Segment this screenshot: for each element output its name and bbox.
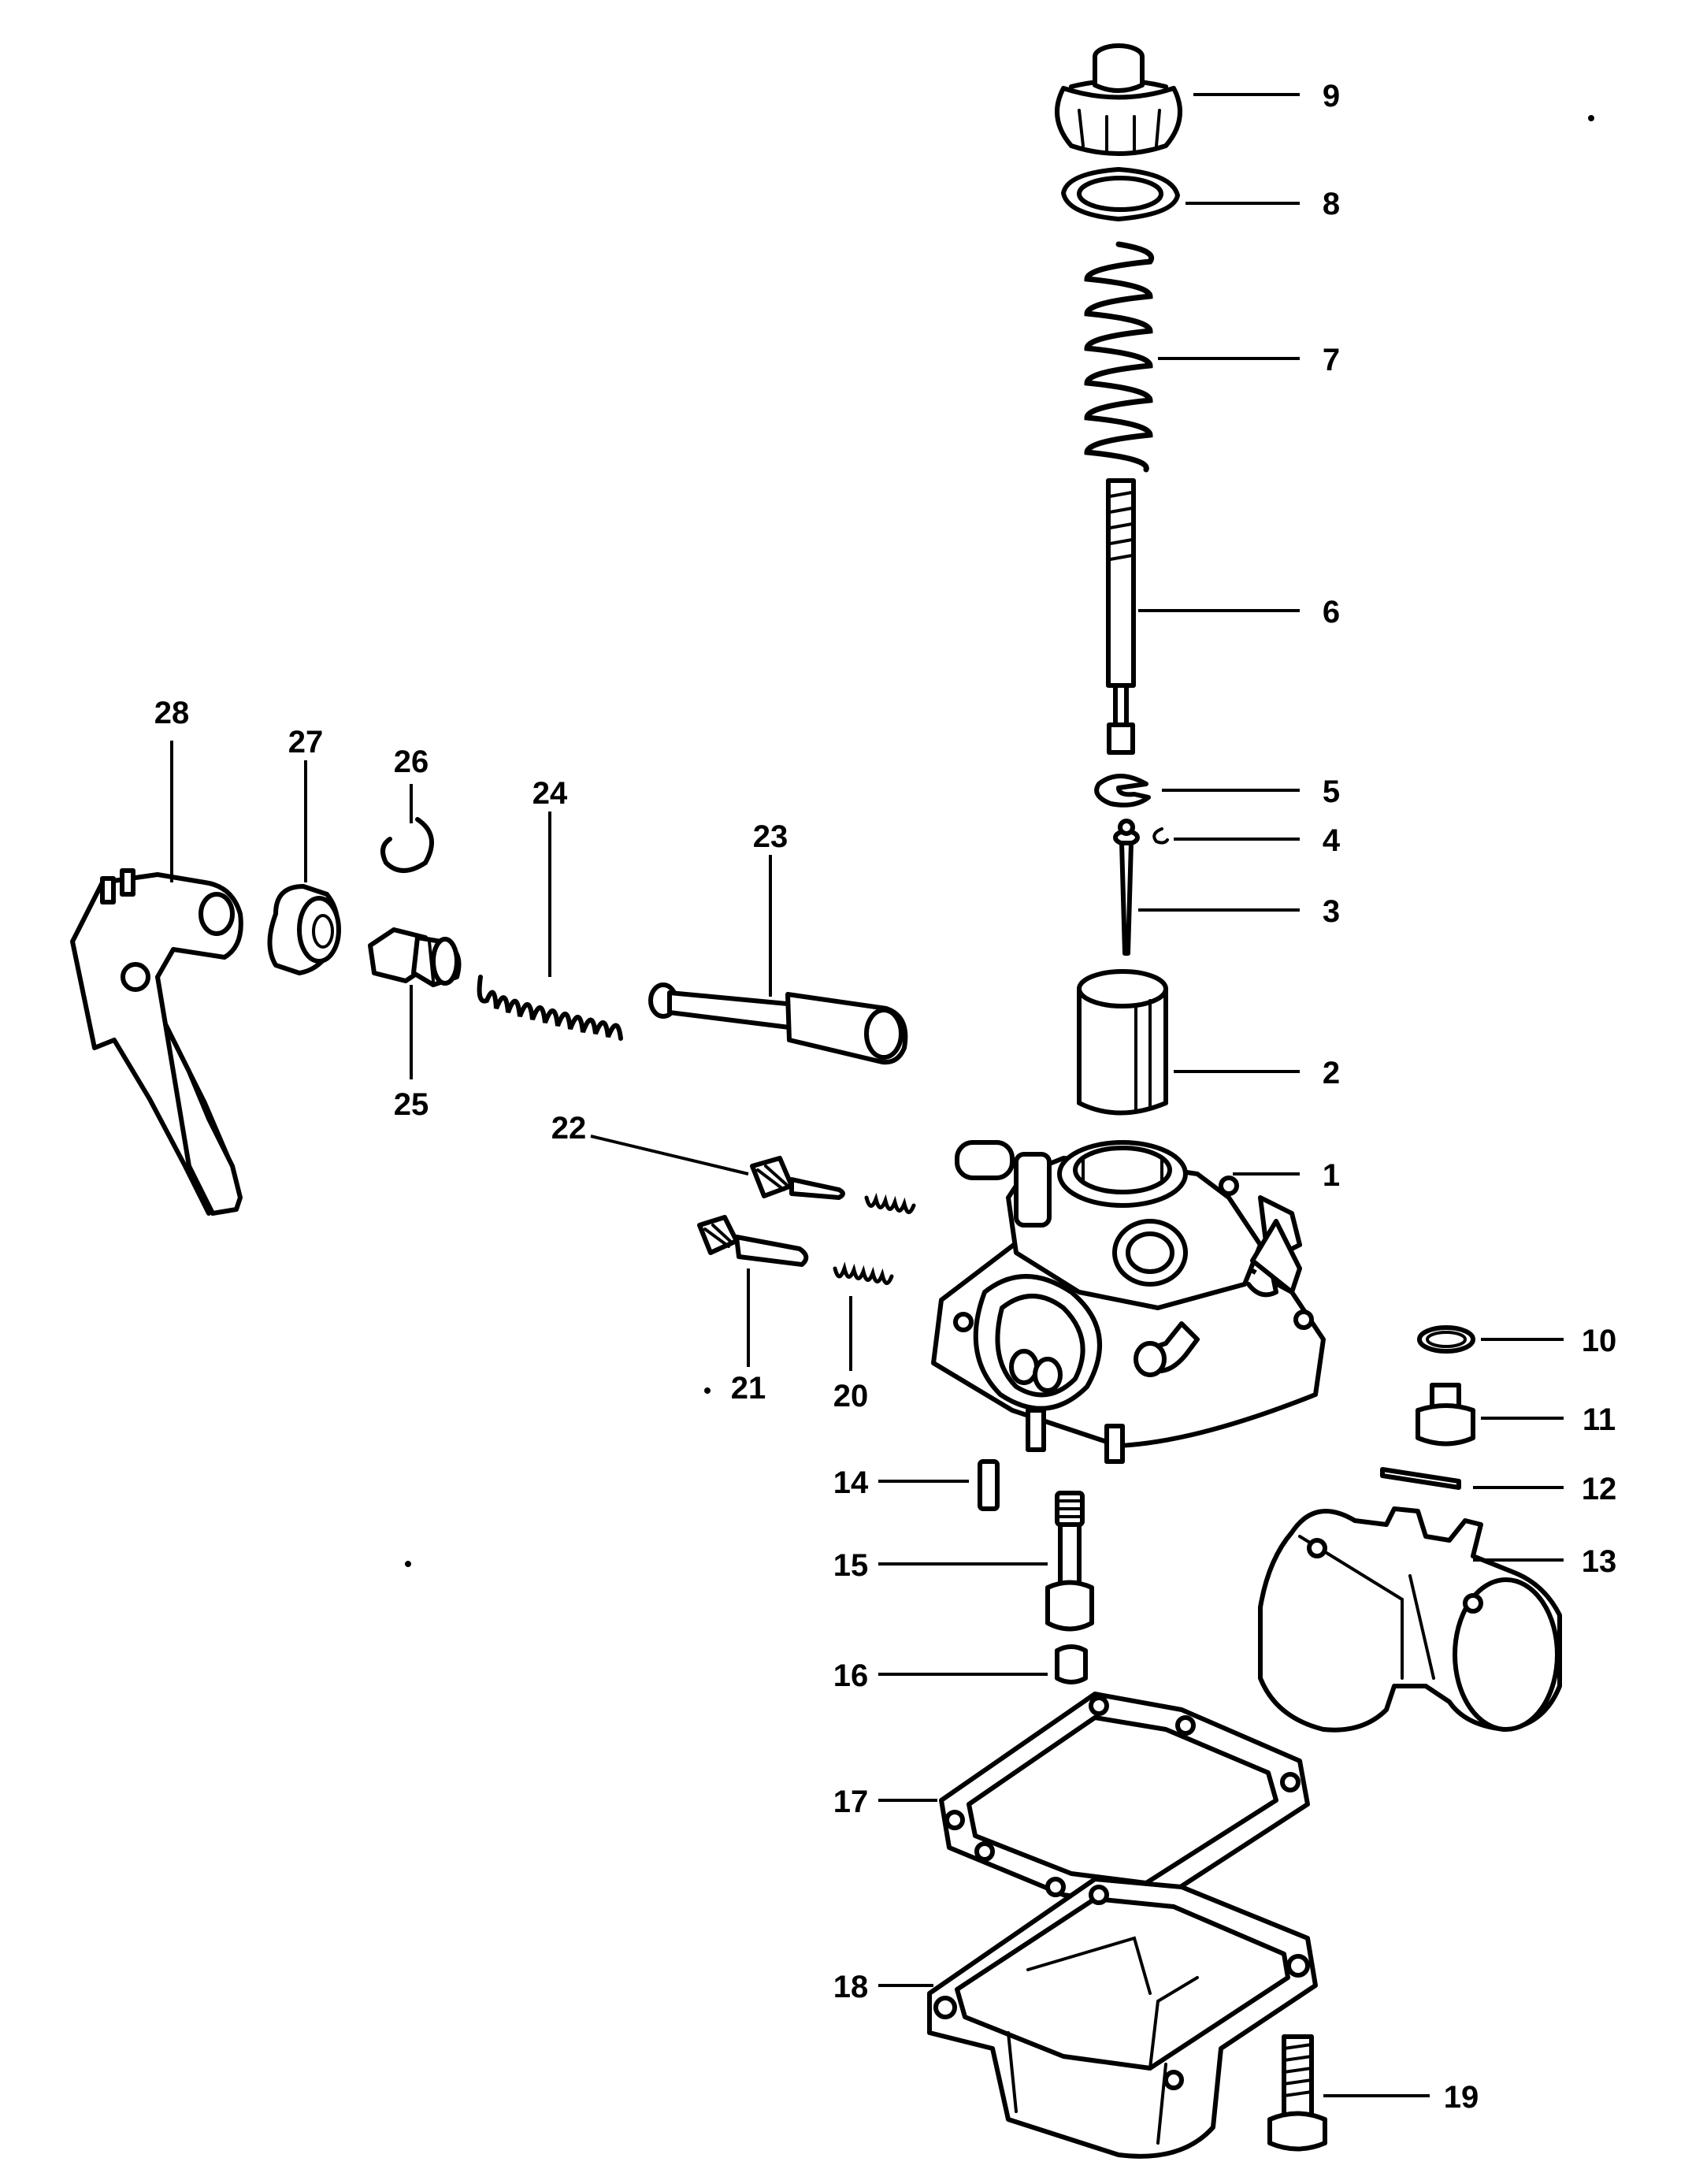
callout-20: 20 xyxy=(833,1379,869,1413)
part-6-needle-rod xyxy=(1106,478,1136,755)
part-9-top-cap xyxy=(1055,43,1182,156)
part-7-throttle-spring xyxy=(1084,241,1155,473)
part-12-float-pin xyxy=(1380,1467,1461,1490)
part-24-plunger-spring xyxy=(477,975,623,1041)
part-25-starter-nut xyxy=(368,927,462,987)
callout-18: 18 xyxy=(833,1970,869,2004)
callout-15: 15 xyxy=(833,1548,869,1583)
part-13-float xyxy=(1258,1506,1562,1733)
callout-26: 26 xyxy=(394,745,429,779)
part-3-jet-needle xyxy=(1113,819,1140,956)
part-28-choke-lever xyxy=(70,868,243,1216)
callout-16: 16 xyxy=(833,1658,869,1693)
callout-labels: 9 8 7 6 5 4 3 2 1 10 11 12 13 14 15 16 1… xyxy=(154,79,1617,2115)
callout-11: 11 xyxy=(1583,1402,1616,1437)
callout-14: 14 xyxy=(833,1465,869,1500)
callout-13: 13 xyxy=(1582,1544,1617,1579)
part-1-carburetor-body xyxy=(931,1140,1326,1464)
callout-25: 25 xyxy=(394,1087,429,1122)
callout-4: 4 xyxy=(1323,823,1341,858)
part-2-throttle-slide xyxy=(1077,969,1168,1116)
part-27-bushing xyxy=(267,884,341,975)
callout-23: 23 xyxy=(753,819,788,854)
part-26-snap-ring xyxy=(380,817,434,873)
part-20-small-spring xyxy=(833,1261,894,1285)
part-23-starter-plunger xyxy=(648,982,908,1065)
callout-8: 8 xyxy=(1323,187,1340,221)
callout-9: 9 xyxy=(1323,79,1340,113)
part-21-pilot-screw xyxy=(697,1215,809,1267)
part-18-float-bowl xyxy=(927,1877,1318,2159)
callout-17: 17 xyxy=(833,1785,869,1819)
callout-24: 24 xyxy=(532,776,568,811)
callout-22: 22 xyxy=(551,1111,587,1146)
callout-3: 3 xyxy=(1323,894,1340,929)
part-10-o-ring xyxy=(1417,1325,1475,1354)
callout-7: 7 xyxy=(1323,343,1340,377)
part-19-bowl-screw xyxy=(1267,2034,1327,2152)
callout-2: 2 xyxy=(1323,1056,1340,1090)
callout-19: 19 xyxy=(1444,2080,1479,2115)
callout-6: 6 xyxy=(1323,595,1340,630)
part-17-float-bowl-gasket xyxy=(939,1692,1310,1909)
part-16-main-jet xyxy=(1055,1644,1088,1684)
callout-12: 12 xyxy=(1582,1472,1617,1506)
part-4-small-clip xyxy=(1152,827,1169,845)
part-5-e-clip xyxy=(1094,774,1151,808)
callout-27: 27 xyxy=(288,725,324,760)
part-14-pin xyxy=(978,1459,1000,1511)
part-22-air-screw xyxy=(750,1156,845,1200)
callout-10: 10 xyxy=(1582,1324,1617,1358)
part-spring-upper xyxy=(864,1192,916,1214)
part-8-cap-washer xyxy=(1061,167,1180,221)
callout-1: 1 xyxy=(1323,1158,1340,1193)
leader-lines xyxy=(170,93,1564,2097)
part-11-plug-screw xyxy=(1416,1383,1475,1447)
callout-5: 5 xyxy=(1323,774,1340,809)
callout-21: 21 xyxy=(731,1371,766,1406)
callout-28: 28 xyxy=(154,696,190,730)
part-15-needle-jet-holder xyxy=(1045,1491,1094,1632)
